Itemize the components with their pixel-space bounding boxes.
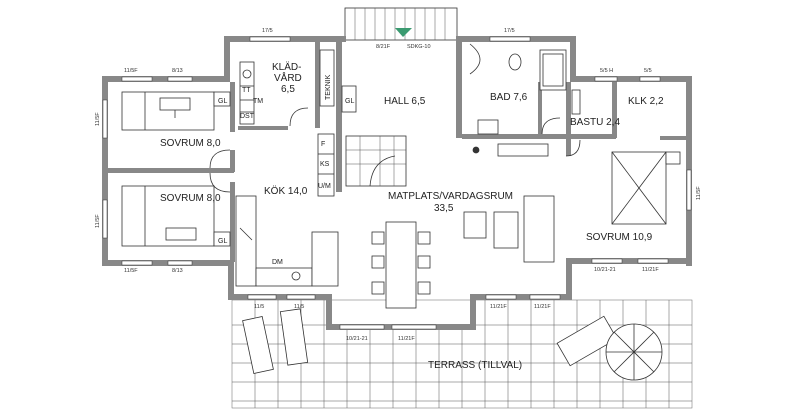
fixture-gl-2: GL xyxy=(218,238,227,245)
bath-counter xyxy=(497,143,549,157)
room-label-bad: BAD 7,6 xyxy=(490,92,528,103)
sauna-bench xyxy=(571,89,581,115)
window-label: 17/5 xyxy=(262,28,273,34)
room-label-sovrum-2: SOVRUM 8,0 xyxy=(160,193,221,204)
window-label: 17/5 xyxy=(504,28,515,34)
room-label-kladvard-1: KLÄD- xyxy=(272,61,301,73)
room-label-teknik: TEKNIK xyxy=(325,74,332,100)
room-label-kok: KÖK 14,0 xyxy=(264,185,308,197)
window-label: 11/5 xyxy=(294,304,304,310)
room-label-terrass: TERRASS (TILLVAL) xyxy=(428,360,522,371)
window-label: 5/5 xyxy=(644,68,652,74)
room-label-matplats-1: MATPLATS/VARDAGSRUM xyxy=(388,191,513,202)
sofa xyxy=(463,195,555,263)
fixture-gl-1: GL xyxy=(218,98,227,105)
entry-steps xyxy=(344,7,458,41)
window-labels: 11/5F 8/13 17/5 8/21F SDKG-10 17/5 5/5 H… xyxy=(95,28,702,342)
fixture-f: F xyxy=(321,141,325,148)
kitchen-counter xyxy=(235,195,339,287)
window-label: 8/13 xyxy=(172,68,183,74)
window-label: 11/21F xyxy=(398,336,415,342)
window-label: 11/5F xyxy=(696,186,702,200)
wardrobe-2 xyxy=(213,231,231,247)
window-label: 11/5F xyxy=(124,268,138,274)
fixture-um: U/M xyxy=(318,183,331,190)
room-label-matplats-2: 33,5 xyxy=(434,203,454,214)
fixture-tm: TM xyxy=(253,98,263,105)
fixture-dst: DST xyxy=(240,113,255,120)
fixture-dm: DM xyxy=(272,259,283,266)
bed-1 xyxy=(121,91,215,131)
room-label-sovrum-3: SOVRUM 10,9 xyxy=(586,232,653,243)
fixture-gl-3: GL xyxy=(345,98,354,105)
window-label: 11/21F xyxy=(490,304,507,310)
windows xyxy=(102,36,692,330)
dining-table xyxy=(371,221,431,309)
window-label: 11/5 xyxy=(254,304,264,310)
window-label: 10/21-21 xyxy=(594,267,616,273)
room-label-sovrum-1: SOVRUM 8,0 xyxy=(160,138,221,149)
room-label-kladvard-3: 6,5 xyxy=(281,84,295,95)
room-label-klk: KLK 2,2 xyxy=(628,96,664,107)
window-label: 11/21F xyxy=(534,304,551,310)
bath-fixtures xyxy=(469,43,567,135)
window-label: 11/5F xyxy=(95,214,101,228)
window-label: 10/21-21 xyxy=(346,336,368,342)
entrance-arrow-icon xyxy=(395,28,412,37)
bed-2 xyxy=(121,185,215,247)
room-label-kladvard-2: VÅRD xyxy=(274,71,302,84)
fixture-labels: GL GL GL TT TM DST F KS U/M DM xyxy=(218,87,354,266)
fixture-tt: TT xyxy=(242,87,251,94)
window-label: 8/21F xyxy=(376,44,391,50)
window-label: 11/5F xyxy=(124,68,138,74)
laundry-fixtures xyxy=(239,49,335,125)
window-label: 8/13 xyxy=(172,268,183,274)
terrace-table xyxy=(556,315,663,381)
window-label: 11/5F xyxy=(95,112,101,126)
room-label-hall: HALL 6,5 xyxy=(384,96,426,107)
wardrobe-1 xyxy=(213,91,231,107)
doors xyxy=(209,107,581,193)
sunbeds xyxy=(242,308,309,374)
kitchen-tall-units xyxy=(317,133,335,197)
room-labels: KLÄD- VÅRD 6,5 TEKNIK HALL 6,5 BAD 7,6 B… xyxy=(160,61,664,371)
room-label-bastu: BASTU 2,4 xyxy=(570,117,620,128)
staircase xyxy=(345,135,407,187)
interior-walls xyxy=(108,42,686,262)
window-label: 11/21F xyxy=(642,267,659,273)
window-label: 5/5 H xyxy=(600,68,613,74)
hall-wardrobe xyxy=(341,85,357,113)
bed-3 xyxy=(611,151,681,225)
window-label: SDKG-10 xyxy=(407,44,431,50)
fixture-ks: KS xyxy=(320,161,330,168)
